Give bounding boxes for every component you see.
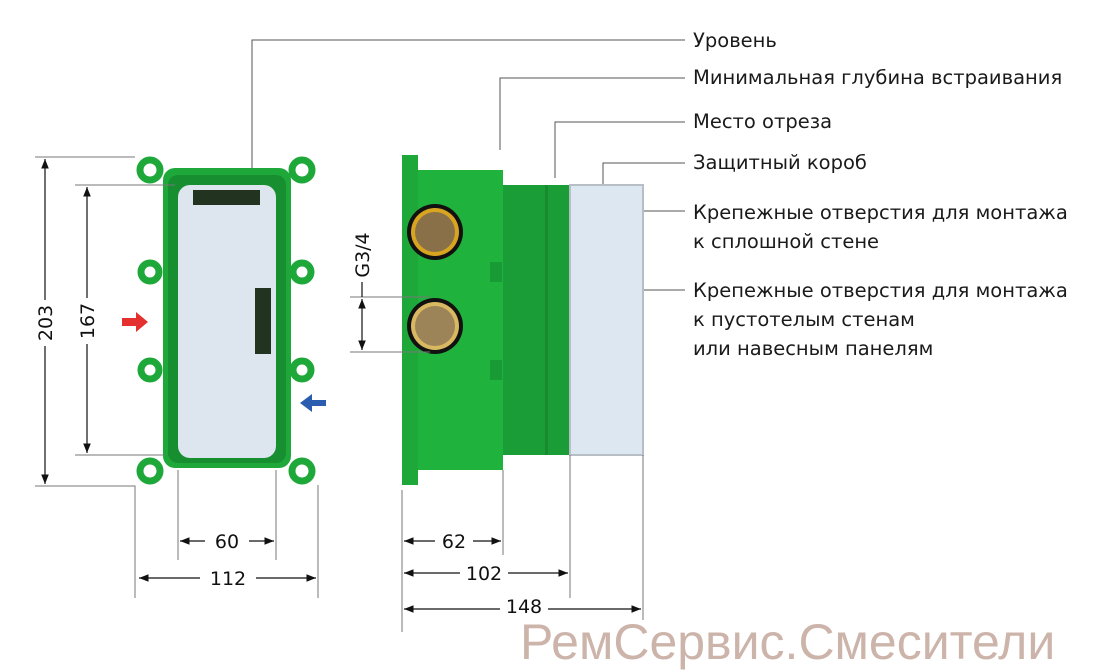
protective-panel (178, 185, 276, 458)
dim-203: 203 (35, 305, 57, 341)
dim-102: 102 (466, 563, 502, 585)
mounting-ears (136, 156, 316, 485)
callout-line: или навесным панелям (693, 337, 934, 360)
dim-thread: G3/4 (352, 232, 374, 277)
dim-148: 148 (506, 596, 542, 618)
callout-solid-wall: Крепежные отверстия для монтажа к сплошн… (693, 198, 1068, 256)
level-indicator (193, 190, 260, 205)
extension-lines (35, 156, 644, 632)
protective-box (569, 184, 644, 456)
dim-112: 112 (210, 568, 246, 590)
cold-arrow-icon (300, 394, 326, 412)
dim-60: 60 (215, 531, 239, 553)
callout-line: к пустотелым стенам (693, 308, 915, 331)
callout-cut-place: Место отреза (693, 110, 833, 133)
callout-line: к сплошной стене (693, 230, 880, 253)
hot-arrow-icon (122, 312, 148, 332)
dim-167: 167 (77, 303, 99, 339)
valve-slot (255, 288, 271, 354)
watermark: РемСервис.Смесители (520, 614, 1056, 670)
callout-line: Крепежные отверстия для монтажа (693, 279, 1068, 302)
callout-level: Уровень (693, 29, 777, 52)
front-view (122, 156, 326, 485)
callout-protective-box: Защитный короб (693, 151, 867, 174)
callout-line: Крепежные отверстия для монтажа (693, 201, 1068, 224)
dim-62: 62 (442, 531, 466, 553)
callout-hollow-wall: Крепежные отверстия для монтажа к пустот… (693, 276, 1068, 363)
side-view (402, 155, 644, 485)
callout-min-depth: Минимальная глубина встраивания (693, 66, 1063, 89)
